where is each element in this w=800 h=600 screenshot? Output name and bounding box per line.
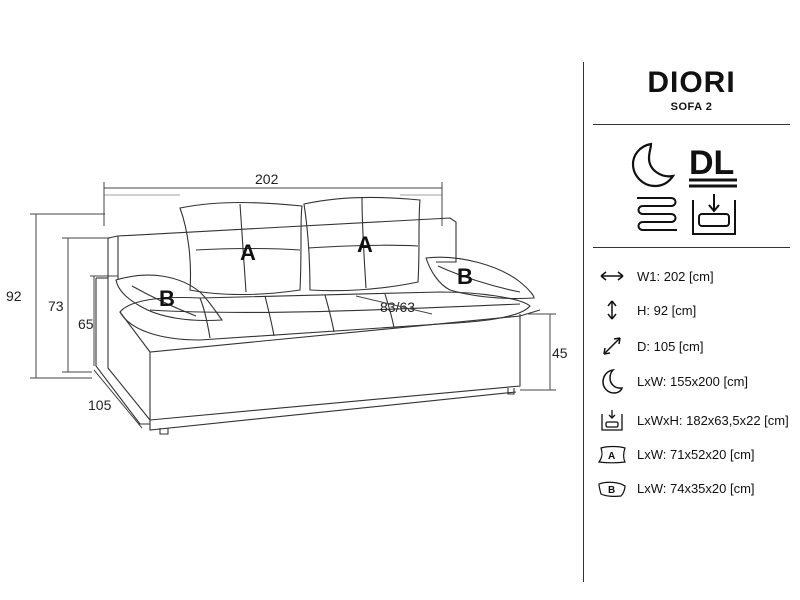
seat-side-label: 65	[78, 316, 94, 332]
height-dimension-line	[30, 213, 105, 379]
arm-height-label: 73	[48, 298, 64, 314]
pillow-a-left-label: A	[240, 240, 256, 265]
spec-storage-text: LxWxH: 182x63,5x22 [cm]	[637, 412, 789, 428]
divider-top	[593, 124, 790, 125]
spec-pillow-a: A LxW: 71x52x20 [cm]	[593, 442, 755, 466]
sofa-technical-drawing: 202 92 73 65 45 105 83/63 A A B B	[6, 171, 568, 435]
arm-height-dimension-line	[62, 237, 110, 373]
seat-front-dimension-line	[520, 313, 556, 391]
feature-icons: DL	[631, 140, 751, 240]
pillow-a-icon: A	[593, 442, 631, 466]
width-dimension-line	[103, 182, 443, 226]
spec-height-text: H: 92 [cm]	[637, 302, 697, 318]
seat-side-dimension-line	[90, 275, 118, 366]
feature-icons-svg: DL	[631, 142, 737, 235]
pillow-b-icon: B	[593, 476, 631, 500]
depth-arrows-icon	[593, 334, 631, 358]
spec-height: H: 92 [cm]	[593, 298, 696, 322]
spec-storage: LxWxH: 182x63,5x22 [cm]	[593, 408, 789, 432]
spec-width-text: W1: 202 [cm]	[637, 268, 714, 284]
pillow-b-icon-letter: B	[608, 485, 615, 496]
panel-divider	[583, 62, 584, 582]
storage-box-icon	[692, 194, 736, 235]
spec-sleep: LxW: 155x200 [cm]	[593, 368, 749, 394]
spec-pillow-b: B LxW: 74x35x20 [cm]	[593, 476, 755, 500]
spec-pillow-a-text: LxW: 71x52x20 [cm]	[637, 446, 755, 462]
seat-depth-label: 83/63	[380, 299, 415, 315]
pillow-a-icon-letter: A	[608, 451, 615, 462]
spec-pillow-b-text: LxW: 74x35x20 [cm]	[637, 480, 755, 496]
pillow-b-right-label: B	[457, 264, 473, 289]
height-label: 92	[6, 288, 22, 304]
depth-label: 105	[88, 397, 112, 413]
moon-icon	[593, 368, 631, 394]
spring-icon	[637, 197, 677, 231]
seat-depth-leader	[355, 295, 433, 315]
spec-panel: DIORI SOFA 2 DL	[583, 0, 800, 600]
width-label: 202	[255, 171, 279, 187]
spec-depth: D: 105 [cm]	[593, 334, 703, 358]
width-arrows-icon	[593, 264, 631, 288]
sofa-outline	[95, 196, 541, 435]
product-name: DIORI	[647, 66, 736, 99]
seat-front-label: 45	[552, 345, 568, 361]
dl-badge-text: DL	[689, 144, 734, 182]
sleep-moon-icon	[631, 142, 676, 188]
product-subtitle: SOFA 2	[670, 101, 713, 113]
pillow-b-left-label: B	[159, 286, 175, 311]
spec-width: W1: 202 [cm]	[593, 264, 714, 288]
height-arrows-icon	[593, 298, 631, 322]
divider-middle	[593, 247, 790, 248]
pillow-a-right-label: A	[357, 232, 373, 257]
storage-box-icon	[593, 408, 631, 432]
dl-badge-icon: DL	[689, 144, 737, 188]
spec-sleep-text: LxW: 155x200 [cm]	[637, 373, 749, 389]
spec-depth-text: D: 105 [cm]	[637, 338, 704, 354]
